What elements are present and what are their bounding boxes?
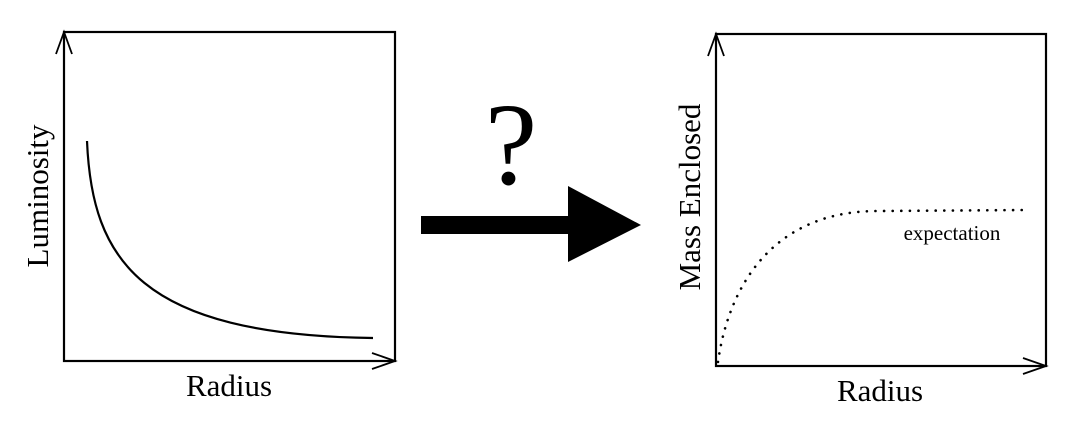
left-x-axis-arrow-icon [371, 352, 398, 370]
left-plot: Radius Luminosity [20, 29, 398, 403]
right-y-axis-arrow-icon [707, 31, 725, 57]
left-y-axis-label: Luminosity [20, 124, 55, 267]
left-plot-frame [62, 30, 397, 363]
mass-enclosed-expectation-curve [716, 208, 1025, 364]
question-mark: ? [485, 79, 537, 210]
luminosity-curve [85, 140, 374, 340]
expectation-label: expectation [904, 221, 1001, 245]
right-y-axis-label: Mass Enclosed [672, 103, 707, 290]
right-x-axis-label: Radius [837, 373, 923, 408]
left-y-axis-arrow-icon [55, 29, 73, 55]
transition-connector: ? [421, 79, 641, 262]
right-x-axis-arrow-icon [1022, 357, 1049, 375]
arrow-right-icon [421, 186, 641, 262]
left-x-axis-label: Radius [186, 368, 272, 403]
right-plot-frame [714, 32, 1048, 368]
right-plot: expectation Radius Mass Enclosed [672, 31, 1049, 408]
